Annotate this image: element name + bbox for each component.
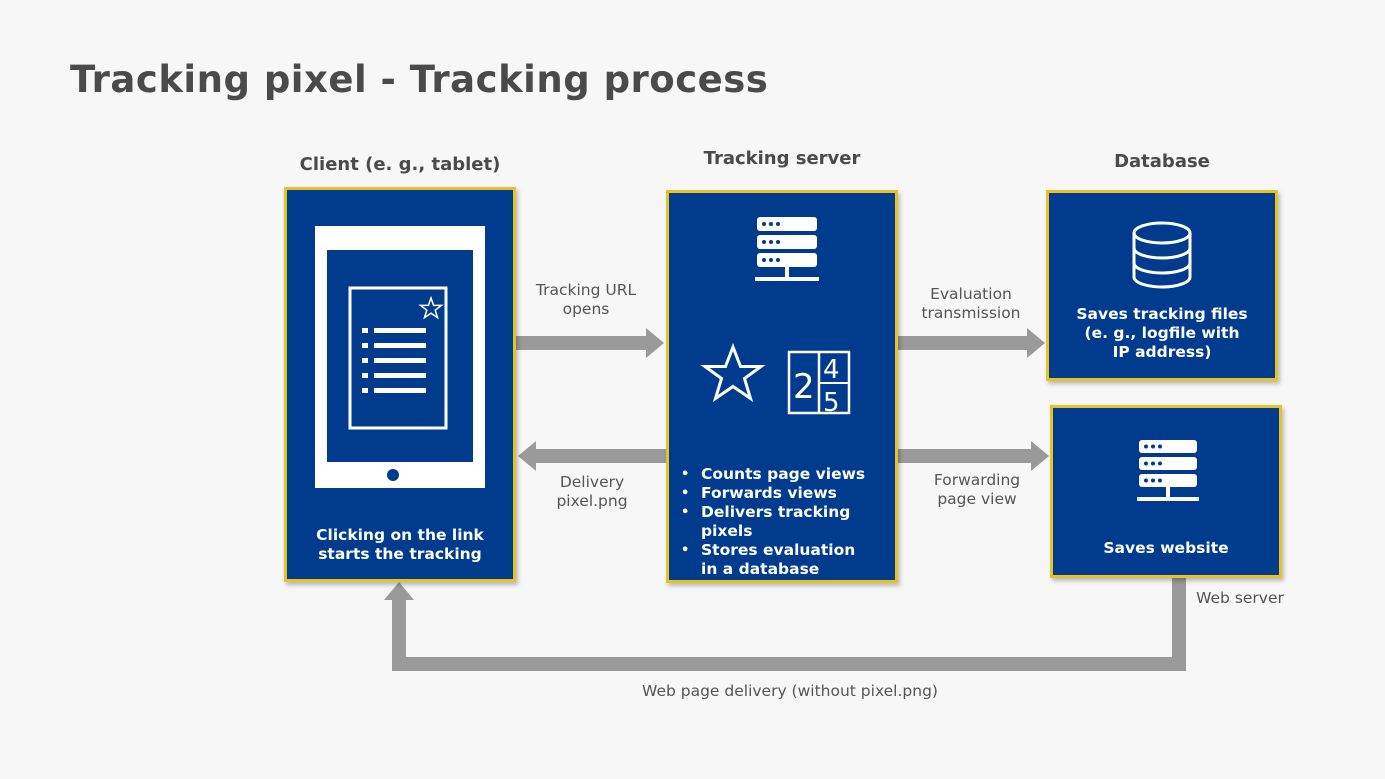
client-box: Clicking on the link starts the tracking [284, 187, 516, 582]
star-icon [418, 295, 444, 320]
tracking-url-arrow [516, 328, 664, 358]
feature-item: Forwards views [681, 484, 895, 503]
server-feature-list: Counts page views Forwards views Deliver… [681, 465, 895, 579]
tablet-icon [315, 226, 485, 488]
forwarding-label: Forwarding page view [933, 471, 1021, 508]
tracking-url-label: Tracking URL opens [535, 281, 637, 318]
svg-text:2: 2 [793, 367, 815, 407]
server-icon [755, 217, 819, 281]
web-delivery-arrow [384, 578, 1186, 671]
delivery-arrow [518, 441, 666, 471]
feature-item: Stores evaluation in a database [681, 541, 861, 579]
delivery-label: Delivery pixel.png [556, 473, 628, 510]
forwarding-arrow [898, 441, 1049, 471]
tracking-server-box: 2 4 5 Counts page views Forwards views D… [666, 190, 898, 583]
feature-item: Delivers tracking pixels [681, 503, 895, 541]
counter-icon: 2 4 5 [787, 350, 851, 418]
client-caption: Clicking on the link starts the tracking [316, 526, 484, 563]
server-heading: Tracking server [703, 148, 861, 169]
web-delivery-label: Web page delivery (without pixel.png) [642, 682, 938, 700]
web-server-caption: Saves website [1103, 539, 1229, 557]
evaluation-label: Evaluation transmission [921, 285, 1021, 322]
feature-item: Counts page views [681, 465, 895, 484]
svg-text:4: 4 [823, 355, 840, 385]
web-server-icon [1137, 440, 1199, 501]
web-server-box: Saves website [1050, 405, 1282, 578]
client-heading: Client (e. g., tablet) [299, 154, 501, 175]
web-server-label: Web server [1196, 589, 1284, 607]
evaluation-arrow [898, 328, 1045, 358]
database-box: Saves tracking files (e. g., logfile wit… [1046, 190, 1278, 381]
database-heading: Database [1114, 151, 1210, 172]
rating-star-icon [700, 342, 766, 403]
svg-text:5: 5 [823, 388, 840, 418]
database-caption: Saves tracking files (e. g., logfile wit… [1076, 305, 1248, 361]
server-graphics: 2 4 5 [700, 217, 851, 418]
page-title: Tracking pixel - Tracking process [70, 58, 769, 101]
database-icon [1132, 221, 1192, 289]
